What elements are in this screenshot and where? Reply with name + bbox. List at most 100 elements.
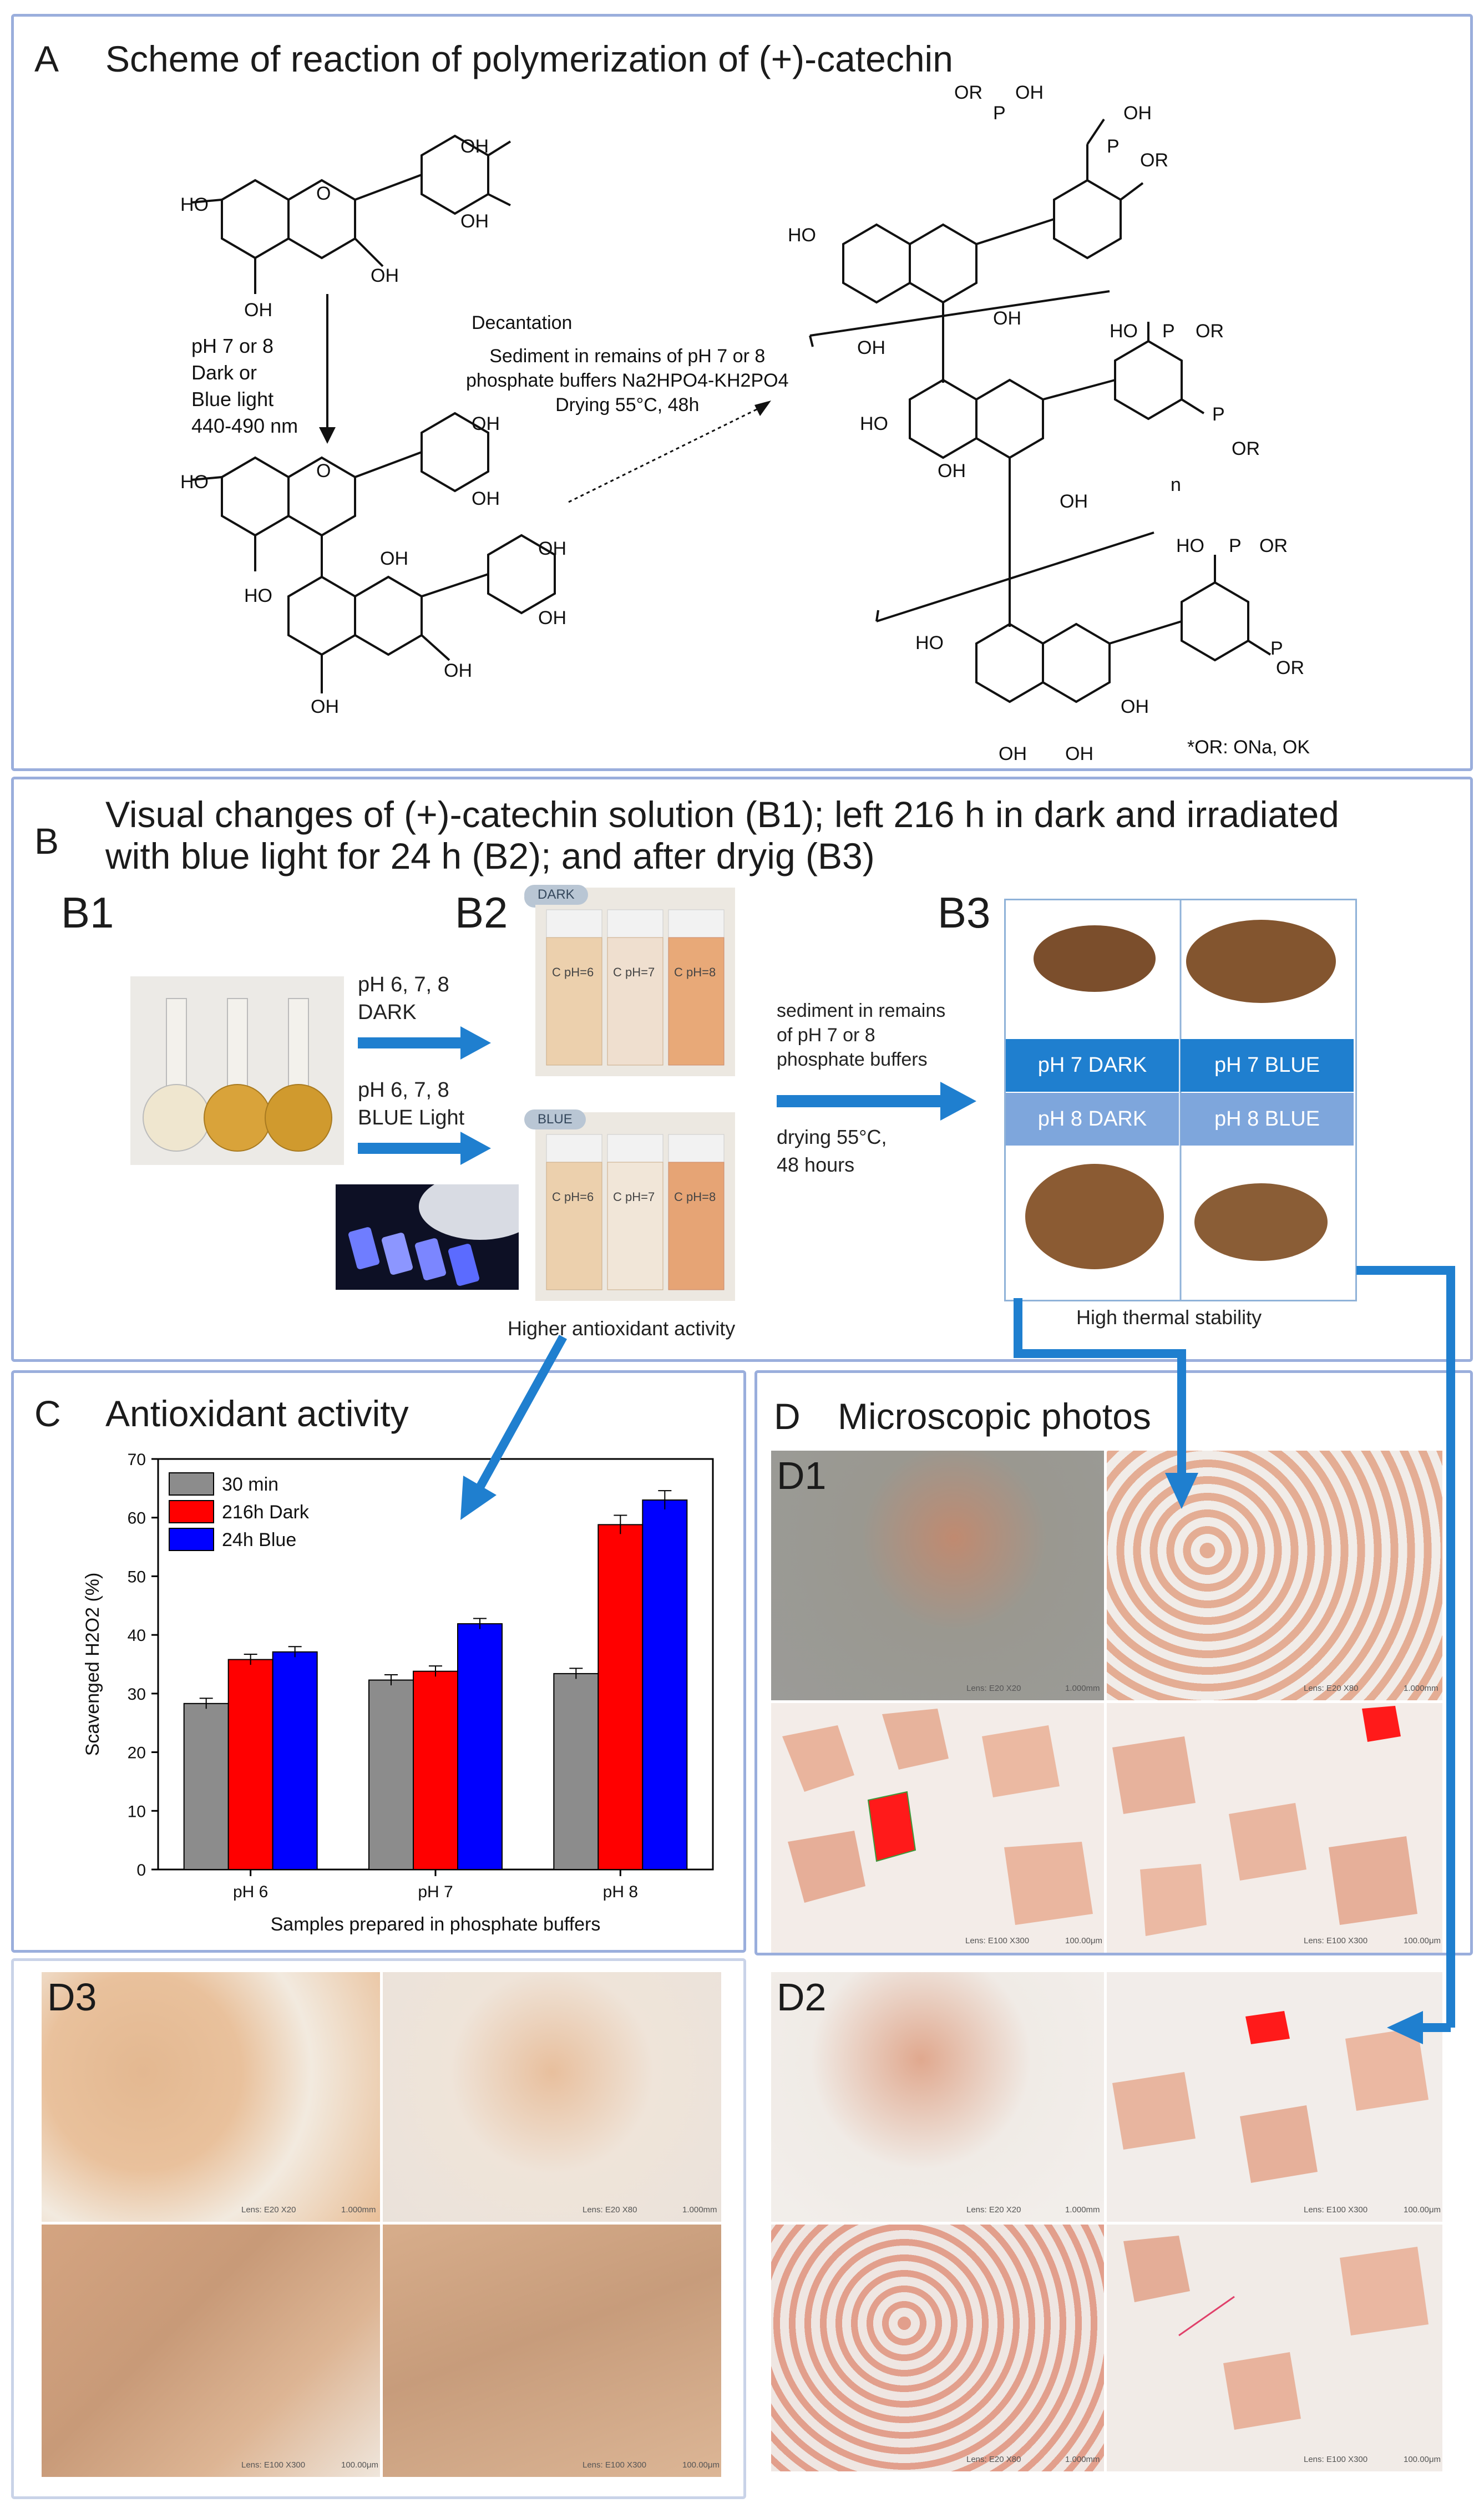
d2-photo-2: Lens: E100 X300 100.00μm bbox=[1107, 1972, 1442, 2222]
label-line: drying 55°C, bbox=[777, 1126, 887, 1148]
d2-photo-4: Lens: E100 X300 100.00μm bbox=[1107, 2225, 1442, 2471]
legend-swatch bbox=[169, 1528, 214, 1551]
flakes-illustration bbox=[782, 1709, 1093, 1925]
scale-label: Lens: E100 X300 bbox=[1304, 2205, 1368, 2215]
decantation-label: Decantation bbox=[472, 312, 573, 333]
scale-label: Lens: E20 X20 bbox=[966, 1684, 1021, 1693]
tile-ph7-dark: pH 7 DARK bbox=[1006, 1039, 1179, 1092]
scale-label: Lens: E100 X300 bbox=[583, 2460, 647, 2470]
panel-b-letter: B bbox=[34, 820, 59, 862]
x-tick-label: pH 6 bbox=[233, 1883, 268, 1901]
atom-label: OH bbox=[1060, 491, 1088, 512]
d1-photo-3: Lens: E100 X300 100.00μm bbox=[771, 1703, 1104, 1953]
y-tick-label: 30 bbox=[128, 1685, 146, 1704]
atom-label: HO bbox=[915, 632, 944, 653]
scale-label: Lens: E20 X20 bbox=[966, 2205, 1021, 2215]
atom-label: O bbox=[316, 183, 331, 204]
powder-illustrations bbox=[1025, 900, 1336, 1300]
x-axis-label: Samples prepared in phosphate buffers bbox=[271, 1914, 601, 1935]
pill-blue-tag: BLUE bbox=[524, 1109, 586, 1129]
or-footnote: *OR: ONa, OK bbox=[1187, 737, 1310, 758]
scale-label: Lens: E20 X80 bbox=[583, 2205, 637, 2215]
atom-label: OH bbox=[371, 265, 399, 286]
d2-label: D2 bbox=[777, 1975, 827, 2019]
bar bbox=[227, 1659, 273, 1870]
flakes-illustration bbox=[1123, 2236, 1429, 2430]
atom-label: OH bbox=[538, 538, 566, 559]
atom-label: OH bbox=[857, 337, 885, 358]
y-axis-label: Scavenged H2O2 (%) bbox=[82, 1573, 103, 1756]
drying-label: drying 55°C, 48 hours bbox=[777, 1123, 887, 1179]
atom-label: P bbox=[993, 103, 1006, 124]
scale-label: Lens: E20 X20 bbox=[241, 2205, 296, 2215]
legend-label: 216h Dark bbox=[222, 1502, 310, 1523]
atom-label: P bbox=[1270, 638, 1283, 659]
atom-label: OH bbox=[380, 548, 408, 569]
blue-vials-illustration bbox=[546, 1134, 725, 1290]
blue-lamp-illustration bbox=[348, 1184, 519, 1286]
atom-label: P bbox=[1212, 404, 1225, 425]
scale-value: 100.00μm bbox=[1404, 2455, 1441, 2464]
scale-label: Lens: E100 X300 bbox=[965, 1936, 1030, 1945]
panel-d-title: Microscopic photos bbox=[838, 1396, 1151, 1437]
atom-label: OH bbox=[444, 660, 472, 681]
flasks-illustration bbox=[143, 998, 332, 1152]
atom-label: OH bbox=[1065, 743, 1093, 764]
atom-label: OR bbox=[1276, 657, 1304, 678]
arrow-dark-label: pH 6, 7, 8 DARK bbox=[358, 971, 449, 1026]
legend-label: 30 min bbox=[222, 1474, 278, 1495]
panel-a-letter: A bbox=[34, 38, 59, 79]
y-tick-label: 20 bbox=[128, 1744, 146, 1762]
condition-line: Dark or bbox=[191, 361, 257, 384]
atom-label: OH bbox=[938, 460, 966, 482]
y-tick-label: 70 bbox=[128, 1451, 146, 1469]
arrow-to-b3 bbox=[777, 1082, 976, 1121]
atom-label: OH bbox=[460, 136, 489, 157]
atom-label: OH bbox=[999, 743, 1027, 764]
bar bbox=[272, 1651, 318, 1870]
scale-value: 1.000mm bbox=[682, 2205, 717, 2215]
atom-label: OH bbox=[1015, 82, 1044, 103]
d2-photo-1: Lens: E20 X20 1.000mm bbox=[771, 1972, 1104, 2222]
y-tick-label: 40 bbox=[128, 1627, 146, 1645]
atom-label: OR bbox=[1140, 150, 1168, 171]
bar bbox=[413, 1670, 458, 1870]
x-tick-label: pH 8 bbox=[603, 1883, 638, 1901]
scale-label: Lens: E20 X80 bbox=[1304, 1684, 1359, 1693]
d3-photo-3: Lens: E100 X300 100.00μm bbox=[42, 2225, 380, 2477]
bar bbox=[597, 1524, 644, 1870]
atom-label: HO bbox=[788, 225, 816, 246]
x-tick-label: pH 7 bbox=[418, 1883, 453, 1901]
condition-line: 440-490 nm bbox=[191, 414, 298, 437]
scale-label: Lens: E100 X300 bbox=[1304, 1936, 1368, 1945]
pill-dark-tag: DARK bbox=[524, 885, 588, 905]
atom-label: OH bbox=[311, 696, 339, 717]
conditions-right: Sediment in remains of pH 7 or 8 phospha… bbox=[466, 344, 789, 417]
blue-light-photo bbox=[336, 1184, 519, 1290]
vial-label: C pH=6 bbox=[552, 1190, 594, 1204]
d1-label: D1 bbox=[777, 1454, 827, 1497]
bar bbox=[457, 1623, 503, 1870]
d1-photo-1: Lens: E20 X20 1.000mm bbox=[771, 1451, 1104, 1700]
panel-a-title: Scheme of reaction of polymerization of … bbox=[105, 38, 953, 79]
reaction-scheme bbox=[191, 118, 1272, 703]
scale-value: 1.000mm bbox=[1065, 2205, 1100, 2215]
tile-ph7-blue: pH 7 BLUE bbox=[1181, 1039, 1354, 1092]
b1-flasks-photo bbox=[130, 976, 344, 1165]
condition-line: Drying 55°C, 48h bbox=[555, 394, 700, 416]
atom-label: HO bbox=[1176, 535, 1204, 556]
b2-blue-vials-photo: C pH=6 C pH=7 C pH=8 bbox=[535, 1112, 735, 1301]
conditions-left: pH 7 or 8 Dark or Blue light 440-490 nm bbox=[191, 333, 298, 439]
condition-line: pH 7 or 8 bbox=[191, 335, 274, 357]
legend-swatch bbox=[169, 1500, 214, 1523]
bar bbox=[642, 1499, 688, 1870]
d3-photo-1: Lens: E20 X20 1.000mm bbox=[42, 1972, 380, 2222]
vial-label: C pH=7 bbox=[613, 965, 655, 979]
panel-c-letter: C bbox=[34, 1393, 61, 1434]
atom-label: OH bbox=[472, 488, 500, 509]
label-line: sediment in remains bbox=[777, 1000, 946, 1021]
label-line: phosphate buffers bbox=[777, 1049, 928, 1070]
vial-label: C pH=8 bbox=[674, 1190, 716, 1204]
panel-c-title: Antioxidant activity bbox=[105, 1393, 409, 1434]
